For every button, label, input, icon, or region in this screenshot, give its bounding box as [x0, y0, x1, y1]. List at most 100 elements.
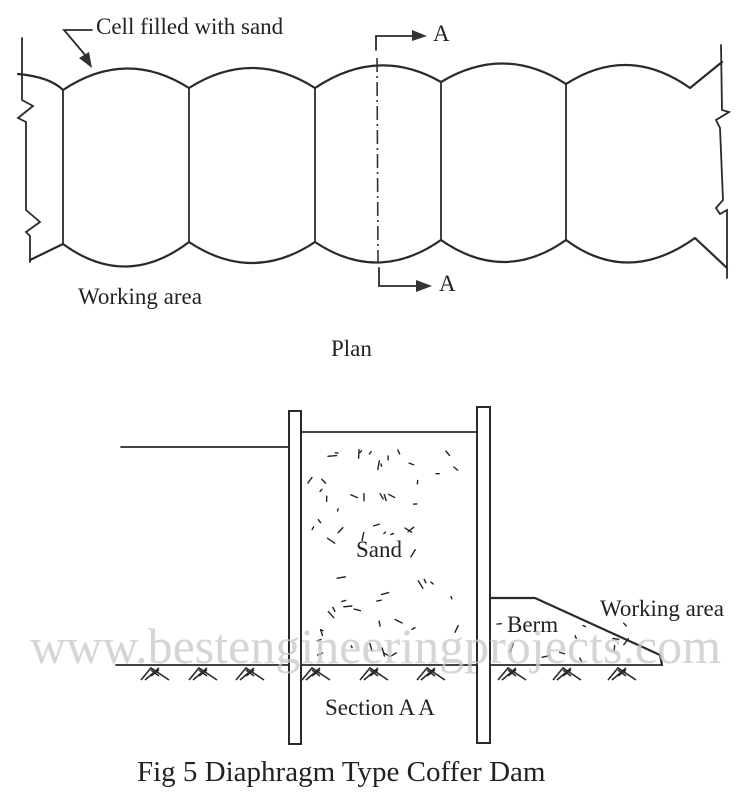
sand-speck — [326, 537, 336, 544]
sand-speck — [359, 450, 363, 454]
berm-outline — [488, 596, 664, 667]
sand-speck — [410, 549, 416, 558]
sand-speck — [380, 591, 390, 596]
callout-leader-line — [62, 29, 93, 57]
sand-speck — [319, 488, 323, 493]
ground-hatch-mark — [416, 666, 446, 681]
section-marker-top-label: A — [433, 21, 450, 46]
sand-speck — [336, 508, 339, 512]
section-line-a-a — [376, 57, 379, 263]
sand-speck — [579, 657, 583, 663]
sand-speck — [453, 466, 459, 471]
sand-speck — [423, 578, 427, 584]
sand-speck — [378, 620, 381, 627]
sand-speck — [454, 624, 459, 633]
ground-hatch-mark — [140, 666, 170, 681]
sand-speck — [394, 618, 403, 624]
sand-speck — [383, 493, 387, 502]
right-sheet-pile — [476, 406, 491, 744]
plan-view: Cell filled with sand A A Working area P… — [16, 14, 732, 361]
sand-speck — [316, 638, 322, 642]
sand-speck — [343, 605, 353, 608]
sand-speck — [369, 642, 373, 652]
callout-arrowhead — [79, 52, 92, 68]
sand-speck — [341, 599, 347, 603]
sand-speck — [408, 462, 415, 466]
sand-speck — [368, 451, 372, 455]
left-sheet-pile — [288, 410, 302, 745]
ground-hatch-mark — [188, 666, 218, 681]
ground-hatch-marks — [140, 666, 637, 681]
plan-bottom-arcs — [61, 236, 729, 270]
sand-speck — [397, 449, 401, 455]
sand-speck — [417, 580, 424, 589]
ground-hatch-mark — [552, 666, 582, 681]
section-title: Section A A — [325, 695, 435, 720]
sand-speck — [311, 525, 315, 531]
sand-speck — [383, 531, 387, 535]
sand-speck — [558, 651, 566, 655]
section-marker-top-arrowhead — [412, 30, 427, 41]
plan-title: Plan — [331, 336, 372, 361]
sand-speck — [382, 652, 391, 657]
ground-hatch-mark — [301, 666, 331, 681]
sand-speck — [404, 527, 413, 533]
sand-speck — [353, 608, 362, 612]
sand-speck — [450, 595, 453, 600]
watermark: www.bestengineeringprojects.com — [30, 618, 721, 674]
section-marker-top-arrow — [375, 35, 415, 51]
ground-hatch-mark — [497, 666, 527, 681]
plan-top-arcs — [61, 60, 724, 92]
sand-speck — [336, 576, 346, 579]
sand-speck — [379, 493, 384, 500]
sand-speck — [381, 647, 386, 657]
figure-caption: Fig 5 Diaphragm Type Coffer Dam — [137, 756, 546, 788]
sand-speck — [390, 652, 398, 657]
sand-speck — [541, 654, 550, 659]
ground-hatch-mark — [607, 666, 637, 681]
sand-texture — [307, 448, 630, 663]
plan-left-partial-arc-bottom — [28, 242, 65, 262]
sand-speck — [430, 581, 434, 585]
callout-cell-filled-label: Cell filled with sand — [96, 14, 284, 39]
sand-label: Sand — [356, 537, 403, 562]
sand-speck — [319, 629, 324, 632]
sand-speck — [317, 518, 322, 524]
sand-speck — [445, 450, 451, 457]
plan-left-break-line — [16, 37, 42, 263]
sand-speck — [332, 606, 336, 612]
section-marker-bottom-label: A — [439, 271, 456, 296]
sand-speck — [623, 637, 630, 646]
sand-speck — [582, 624, 587, 628]
sand-speck — [307, 476, 313, 484]
sand-speck — [372, 523, 380, 527]
sand-speck — [350, 494, 359, 499]
plan-working-area-label: Working area — [78, 284, 202, 309]
sand-speck — [509, 643, 514, 653]
plan-left-partial-arc-top — [16, 72, 65, 92]
plan-right-break-line — [714, 44, 732, 279]
sand-speck — [411, 626, 416, 631]
sand-speck — [622, 622, 628, 627]
berm-label: Berm — [507, 612, 558, 637]
sand-speck — [377, 460, 381, 471]
sand-speck — [361, 531, 365, 542]
sand-speck — [376, 599, 382, 602]
ground-hatch-mark — [359, 666, 389, 681]
section-marker-bottom-arrow — [378, 267, 419, 287]
sand-speck — [350, 645, 353, 649]
sand-speck — [390, 532, 395, 536]
sand-speck — [612, 637, 620, 641]
sand-speck — [327, 454, 338, 458]
section-view: Sand Berm Working area Section A A — [115, 406, 724, 745]
section-marker-bottom-arrowhead — [416, 280, 432, 292]
sand-speck — [317, 652, 324, 656]
sand-speck — [337, 526, 344, 534]
sand-speck — [380, 463, 383, 467]
ground-hatch-mark — [235, 666, 265, 681]
sand-speck — [327, 610, 335, 619]
sand-speck — [574, 635, 577, 640]
sand-speck — [321, 478, 327, 484]
